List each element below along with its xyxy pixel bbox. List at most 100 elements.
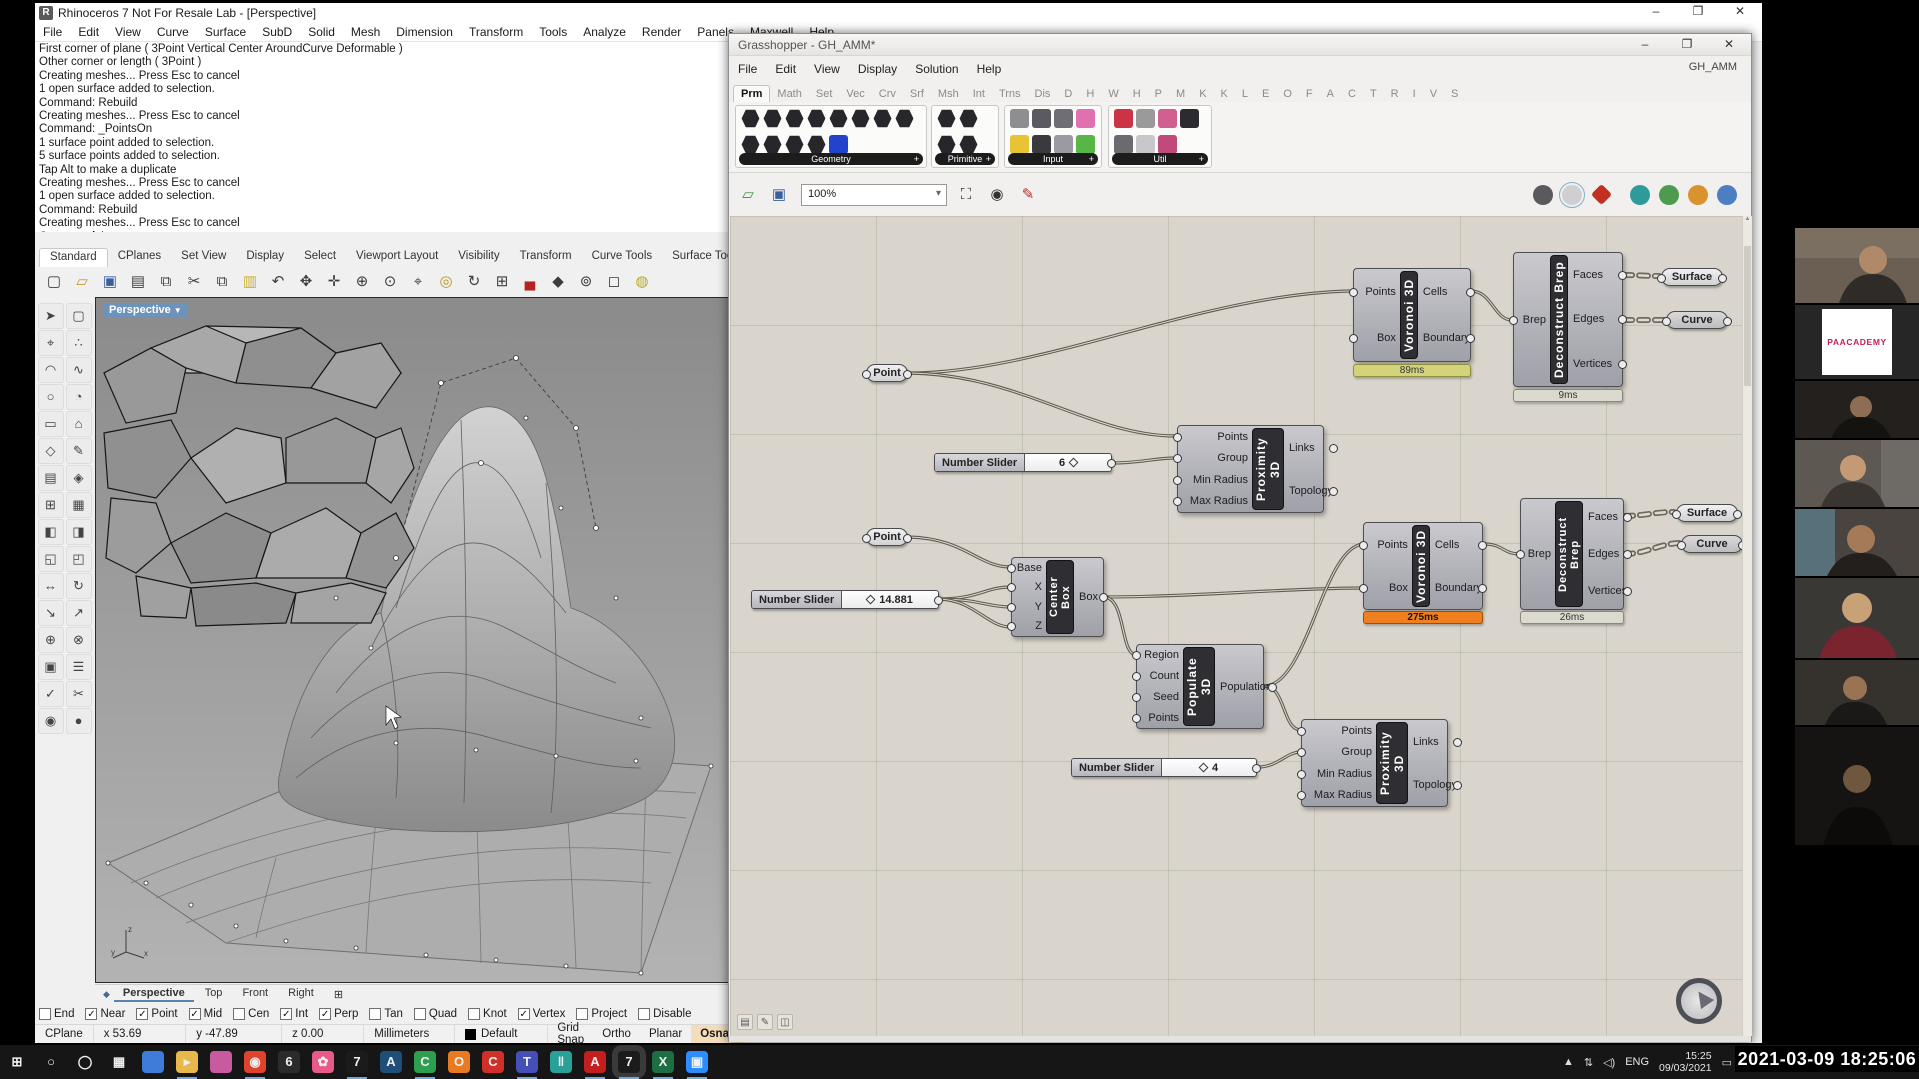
param-icon[interactable] xyxy=(959,135,978,154)
osnap-toggle[interactable]: Tan xyxy=(369,1008,403,1020)
maximize-button[interactable]: ❐ xyxy=(1684,3,1712,21)
menu-item[interactable]: Mesh xyxy=(343,25,388,39)
output-port[interactable]: Links xyxy=(1284,442,1333,454)
minimize-button[interactable]: – xyxy=(1631,36,1659,54)
param-curve-2[interactable]: Curve xyxy=(1681,535,1742,553)
maximize-button[interactable]: ❐ xyxy=(1673,36,1701,54)
ribbon-tab[interactable]: Vec xyxy=(839,86,871,102)
ribbon-tab[interactable]: Crv xyxy=(872,86,903,102)
canvas-group-icon[interactable]: ◫ xyxy=(777,1014,793,1030)
ribbon-tab[interactable]: C xyxy=(1341,86,1363,102)
osnap-toggle[interactable]: Cen xyxy=(233,1008,269,1020)
gem-orange-icon[interactable] xyxy=(1688,185,1708,205)
ribbon-tab[interactable]: F xyxy=(1299,86,1320,102)
toolbar-tab[interactable]: Transform xyxy=(510,248,582,267)
pan-icon[interactable]: ✥ xyxy=(293,269,319,295)
hide-icon[interactable]: ● xyxy=(66,708,92,734)
input-port[interactable]: Max Radius xyxy=(1302,789,1376,801)
viewport-title-chip[interactable]: Perspective▼ xyxy=(103,303,188,318)
output-port[interactable]: Cells xyxy=(1418,286,1470,298)
osnap-toggle[interactable]: Quad xyxy=(414,1008,457,1020)
output-port[interactable]: Vertices xyxy=(1568,358,1622,370)
zoom-window-icon[interactable]: ⊙ xyxy=(377,269,403,295)
input-port[interactable]: Seed xyxy=(1137,691,1183,703)
input-port[interactable]: Points xyxy=(1302,725,1376,737)
ribbon-tab[interactable]: H xyxy=(1079,86,1101,102)
toolbar-tab[interactable]: Curve Tools xyxy=(582,248,663,267)
ribbon-tab[interactable]: Math xyxy=(770,86,808,102)
menu-item[interactable]: Tools xyxy=(531,25,575,39)
param-point-2[interactable]: Point xyxy=(866,528,908,546)
zoom-in-icon[interactable]: ⊕ xyxy=(349,269,375,295)
checkbox[interactable] xyxy=(39,1008,51,1020)
component-voronoi-3d-2[interactable]: PointsBox Voronoi 3D CellsBoundary xyxy=(1363,522,1483,610)
ribbon-tab[interactable]: Prm xyxy=(733,85,770,102)
minimize-button[interactable]: – xyxy=(1642,3,1670,21)
move-view-icon[interactable]: ✛ xyxy=(321,269,347,295)
undo-icon[interactable]: ↶ xyxy=(265,269,291,295)
print-icon[interactable]: ▤ xyxy=(125,269,151,295)
canvas-scrollbar[interactable]: ▲ xyxy=(1742,216,1752,1036)
open-file-icon[interactable]: ▱ xyxy=(736,183,760,207)
status-toggle[interactable]: Grid Snap xyxy=(548,1025,593,1043)
param-icon[interactable] xyxy=(763,109,782,128)
checkbox[interactable] xyxy=(85,1008,97,1020)
checkbox[interactable] xyxy=(638,1008,650,1020)
rotate-icon[interactable]: ↻ xyxy=(66,573,92,599)
menu-item[interactable]: Edit xyxy=(70,25,107,39)
ribbon-tab[interactable]: Int xyxy=(966,86,992,102)
param-curve-1[interactable]: Curve xyxy=(1666,311,1728,329)
zoom-extents-icon[interactable]: ⌖ xyxy=(405,269,431,295)
command-history[interactable]: First corner of plane ( 3Point Vertical … xyxy=(35,42,745,232)
zoom-selected-icon[interactable]: ◎ xyxy=(433,269,459,295)
input-port[interactable]: Count xyxy=(1137,670,1183,682)
freeform-curve-icon[interactable]: ∿ xyxy=(66,357,92,383)
input-port[interactable]: Box xyxy=(1364,582,1412,594)
language-indicator[interactable]: ENG xyxy=(1625,1056,1649,1068)
circle-icon[interactable]: ○ xyxy=(38,384,64,410)
menu-item[interactable]: File xyxy=(729,62,766,76)
sketch-icon[interactable]: ✎ xyxy=(66,438,92,464)
checkbox[interactable] xyxy=(414,1008,426,1020)
osnap-toggle[interactable]: End xyxy=(39,1008,74,1020)
checkbox[interactable] xyxy=(369,1008,381,1020)
menu-item[interactable]: Transform xyxy=(461,25,531,39)
rectangle-icon[interactable]: ▭ xyxy=(38,411,64,437)
input-port[interactable]: Box xyxy=(1354,332,1400,344)
param-icon[interactable] xyxy=(829,135,848,154)
param-icon[interactable] xyxy=(785,135,804,154)
ribbon-tab[interactable]: W xyxy=(1101,86,1125,102)
save-icon[interactable]: ▣ xyxy=(767,183,791,207)
input-port[interactable]: Points xyxy=(1364,539,1412,551)
scale-icon[interactable]: ↘ xyxy=(38,600,64,626)
component-voronoi-3d-1[interactable]: PointsBox Voronoi 3D CellsBoundary xyxy=(1353,268,1471,362)
checkbox[interactable] xyxy=(136,1008,148,1020)
slider-knob[interactable] xyxy=(866,595,876,605)
status-layer[interactable]: Default xyxy=(455,1025,548,1043)
param-icon[interactable] xyxy=(1158,135,1177,154)
point-icon[interactable]: ⌖ xyxy=(38,330,64,356)
gh-canvas[interactable]: Point Point Surface Curve Surface Curve … xyxy=(730,216,1742,1036)
param-icon[interactable] xyxy=(1136,135,1155,154)
save-icon[interactable]: ▣ xyxy=(97,269,123,295)
checkbox[interactable] xyxy=(189,1008,201,1020)
trim-icon[interactable]: ✂ xyxy=(66,681,92,707)
toolbar-tab[interactable]: CPlanes xyxy=(108,248,171,267)
ribbon-tab[interactable]: V xyxy=(1423,86,1444,102)
input-port[interactable]: Points xyxy=(1137,712,1183,724)
param-icon[interactable] xyxy=(1054,109,1073,128)
gem-green-icon[interactable] xyxy=(1659,185,1679,205)
input-port[interactable]: X xyxy=(1012,581,1046,593)
viewport-tab[interactable]: Top xyxy=(196,986,232,1002)
toolbar-tab[interactable]: Viewport Layout xyxy=(346,248,448,267)
output-port[interactable]: Boundary xyxy=(1430,582,1482,594)
menu-item[interactable]: Render xyxy=(634,25,689,39)
menu-item[interactable]: Analyze xyxy=(575,25,634,39)
input-port[interactable]: Points xyxy=(1178,431,1252,443)
tray-clock[interactable]: 15:25 09/03/2021 xyxy=(1659,1050,1712,1074)
ribbon-tab[interactable]: K xyxy=(1214,86,1235,102)
input-port[interactable]: Z xyxy=(1012,620,1046,632)
param-icon[interactable] xyxy=(1054,135,1073,154)
output-port[interactable]: Edges xyxy=(1583,548,1627,560)
param-icon[interactable] xyxy=(785,109,804,128)
